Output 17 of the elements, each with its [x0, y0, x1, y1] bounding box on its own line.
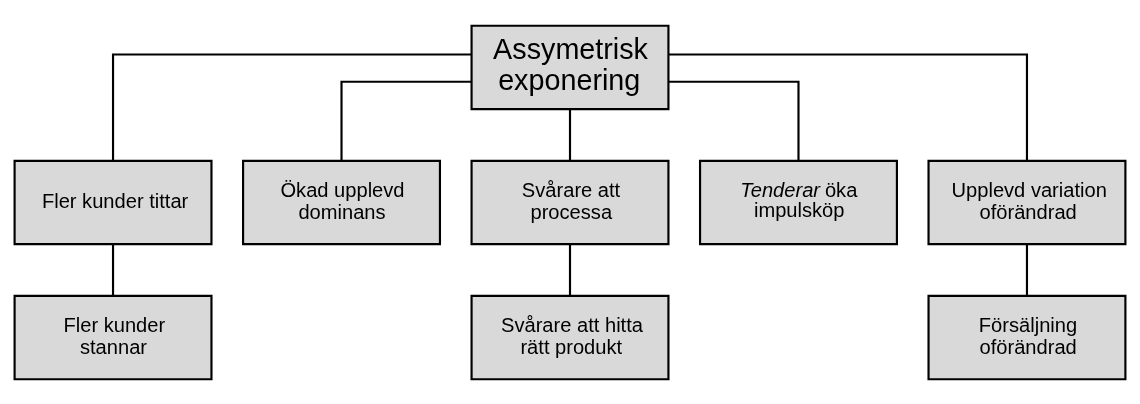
connector [568, 244, 572, 296]
connector [111, 244, 115, 296]
connector [668, 52, 1029, 160]
connector [668, 80, 800, 160]
node-box: Svårare att hitta rätt produkt [470, 294, 670, 380]
node-box: Tenderar öka impulsköp [698, 159, 898, 245]
node-box: Fler kunder tittar [13, 159, 213, 245]
connector [568, 108, 572, 161]
connector [111, 52, 472, 160]
connector [1025, 244, 1029, 296]
node-box: Svårare att processa [470, 159, 670, 245]
node-box: Försäljning oförändrad [927, 294, 1127, 380]
node-box: Fler kunder stannar [13, 294, 213, 380]
node-box: Ökad upplevd dominans [242, 159, 442, 245]
node-box: Upplevd variation oförändrad [927, 159, 1127, 245]
node-box: Assymetrisk exponering [470, 24, 670, 110]
connector [340, 80, 472, 160]
